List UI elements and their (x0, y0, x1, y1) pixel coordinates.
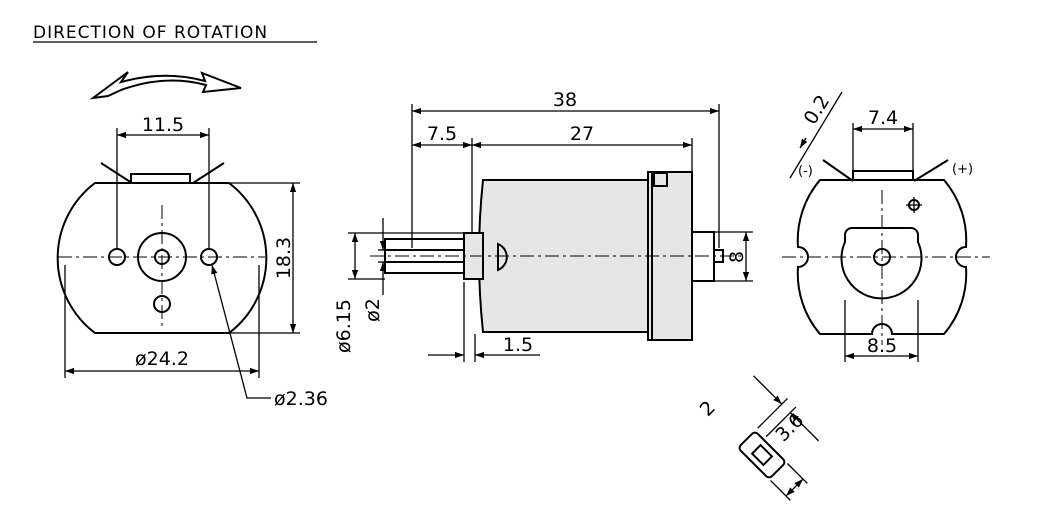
dim-hole-spacing-label: 11.5 (142, 114, 184, 136)
dim-terminal-spacing-label: 7.4 (868, 107, 898, 129)
dim-shaft-dia-label: ø2 (362, 298, 384, 322)
dim-rear-bushing-label: 8 (726, 251, 748, 263)
dim-ext (770, 479, 791, 501)
front-view: 11.5 18.3 ø24.2 ø2.36 (56, 71, 328, 410)
side-view: 38 7.5 27 ø2 ø6.15 1.5 8 (333, 89, 753, 362)
terminal-negative-label: (-) (798, 164, 813, 179)
dim-arrow-angle (799, 137, 808, 149)
title-direction-of-rotation: DIRECTION OF ROTATION (33, 23, 268, 43)
side-vent (497, 242, 508, 272)
dim-ext (765, 406, 797, 438)
dim-body-length-label: 27 (570, 123, 594, 145)
dim-line-detail-a (753, 375, 783, 405)
front-shaft (154, 249, 170, 265)
dim-detail-b-label: 3.6 (771, 409, 808, 446)
terminal-positive-label: (+) (952, 162, 973, 177)
dim-height-label: 18.3 (273, 237, 295, 279)
rotation-arrow-icon (89, 71, 242, 100)
terminal-detail (738, 375, 820, 501)
dim-ext (786, 463, 808, 484)
detail-terminal-slot (750, 443, 774, 467)
dim-line-detail-b (785, 478, 804, 497)
front-vent-hole (153, 295, 171, 313)
dim-detail-a-label: 2 (696, 397, 720, 421)
dim-hole-dia-label: ø2.36 (274, 388, 328, 410)
dim-rear-width-label: 8.5 (867, 335, 897, 357)
rear-top-tab (852, 170, 914, 180)
detail-terminal-body (738, 431, 786, 479)
dim-line-detail-a-b (789, 412, 820, 442)
dim-boss-dia-label: ø6.15 (333, 299, 355, 353)
side-terminal-tab (653, 172, 668, 187)
rear-body-outline (796, 179, 968, 335)
front-boss (137, 232, 187, 282)
dim-leader-hole-dia (211, 264, 271, 399)
dim-overall-length-label: 38 (553, 89, 577, 111)
dim-line-angle (789, 91, 843, 179)
rear-terminal-pos (913, 159, 949, 182)
rear-terminal-neg (822, 159, 854, 182)
dim-ext (757, 397, 788, 429)
dim-width-label: ø24.2 (135, 348, 189, 370)
rear-view: 7.4 0.2 (-) (+) 8.5 (782, 91, 990, 362)
front-top-tab (130, 173, 191, 183)
dim-angle-label: 0.2 (800, 91, 835, 128)
rear-bearing-housing (840, 227, 923, 300)
dim-shaft-length-label: 7.5 (427, 123, 457, 145)
dim-boss-height-label: 1.5 (503, 334, 533, 356)
